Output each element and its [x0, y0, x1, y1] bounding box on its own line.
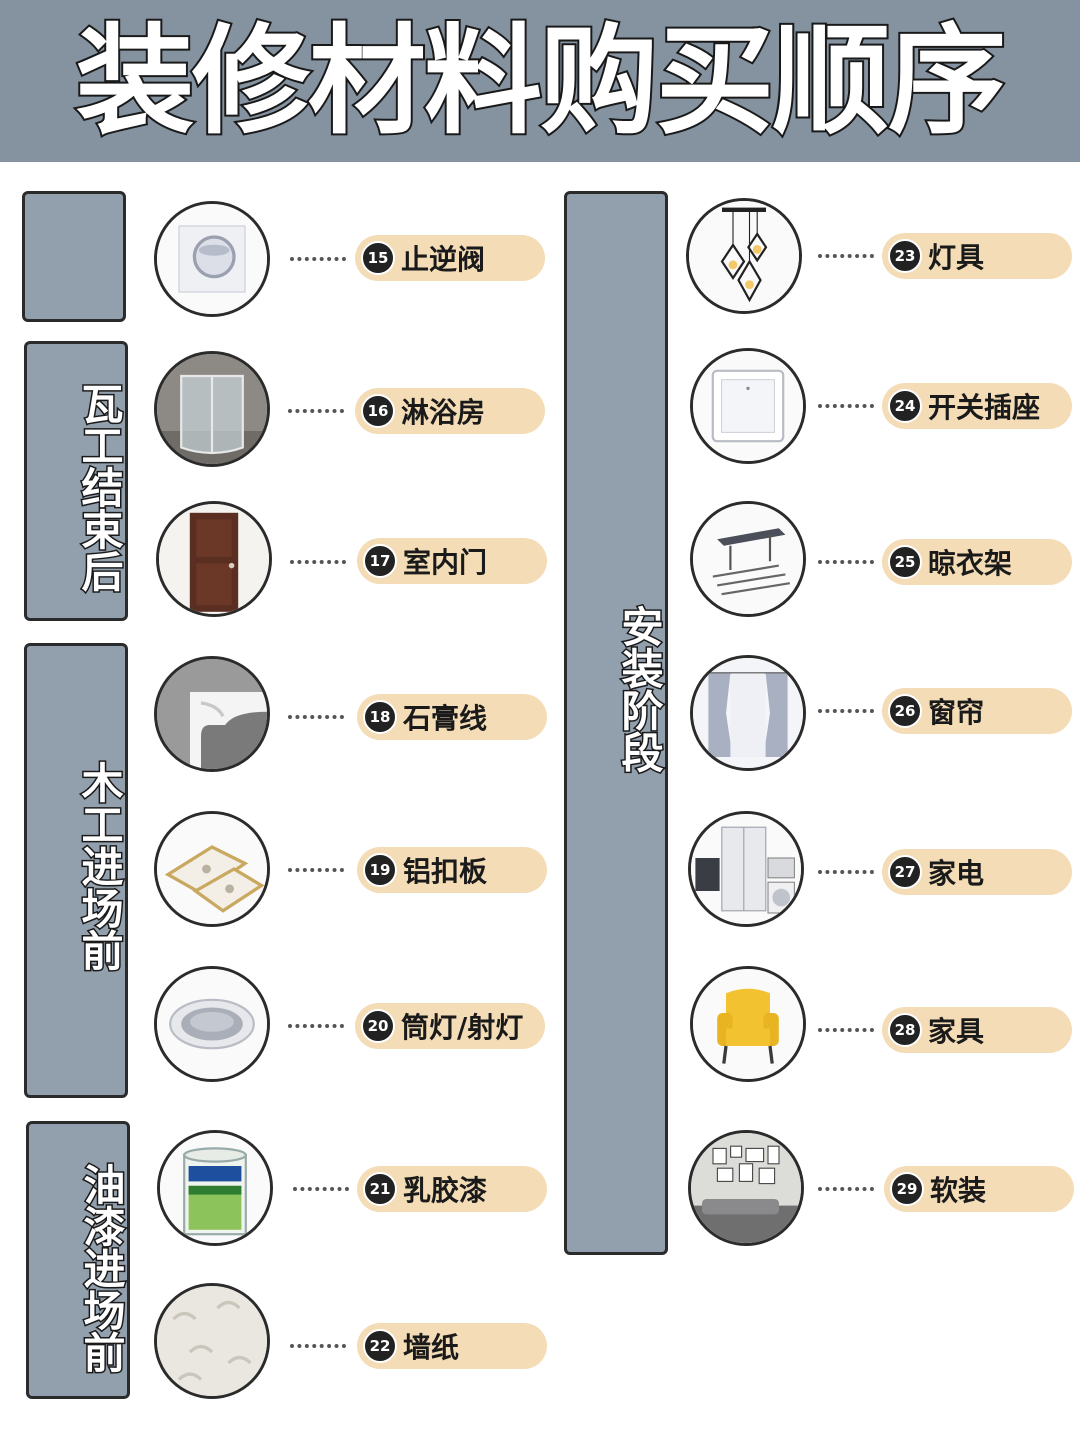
item-label: 室内门	[403, 546, 488, 579]
downlight-icon	[154, 966, 270, 1082]
connector-dots	[290, 1344, 346, 1348]
item-pill-27: 27 家电	[882, 849, 1072, 895]
stage-label-carpentry: 木工进场前	[74, 760, 126, 973]
connector-dots	[293, 1187, 349, 1191]
item-number: 27	[888, 855, 922, 889]
check-valve-icon	[154, 201, 270, 317]
latex-paint-bucket-icon	[157, 1130, 273, 1246]
item-label: 家具	[928, 1015, 985, 1048]
connector-dots	[818, 1028, 874, 1032]
page-title: 装修材料购买顺序	[74, 10, 1008, 152]
connector-dots	[290, 257, 346, 261]
item-number: 24	[888, 389, 922, 423]
interior-door-icon	[156, 501, 272, 617]
armchair-icon	[690, 966, 806, 1082]
item-label: 淋浴房	[401, 396, 486, 429]
connector-dots	[290, 560, 346, 564]
item-label: 墙纸	[403, 1331, 460, 1364]
item-pill-28: 28 家具	[882, 1007, 1072, 1053]
shower-room-icon	[154, 351, 270, 467]
item-label: 石膏线	[403, 702, 488, 735]
connector-dots	[818, 254, 874, 258]
curtain-icon	[690, 655, 806, 771]
item-pill-22: 22 墙纸	[357, 1323, 547, 1369]
item-pill-18: 18 石膏线	[357, 694, 547, 740]
connector-dots	[818, 709, 874, 713]
stage-box-paint: 油漆进场前	[26, 1121, 130, 1399]
item-number: 26	[888, 694, 922, 728]
stage-box-install: 安装阶段	[564, 191, 668, 1255]
connector-dots	[288, 1024, 344, 1028]
wall-switch-icon	[690, 348, 806, 464]
item-label: 止逆阀	[401, 243, 486, 276]
item-label: 晾衣架	[928, 547, 1013, 580]
item-number: 17	[363, 544, 397, 578]
item-pill-25: 25 晾衣架	[882, 539, 1072, 585]
item-pill-19: 19 铝扣板	[357, 847, 547, 893]
stage-box-tile-end: 瓦工结束后	[24, 341, 128, 621]
stage-label-install: 安装阶段	[614, 604, 666, 775]
item-number: 16	[361, 394, 395, 428]
pendant-lamp-icon	[686, 198, 802, 314]
item-label: 筒灯/射灯	[401, 1011, 524, 1044]
connector-dots	[288, 409, 344, 413]
item-number: 20	[361, 1009, 395, 1043]
stage-label-tile-end: 瓦工结束后	[74, 381, 126, 594]
item-pill-16: 16 淋浴房	[355, 388, 545, 434]
item-number: 21	[363, 1172, 397, 1206]
item-pill-26: 26 窗帘	[882, 688, 1072, 734]
plaster-molding-icon	[154, 656, 270, 772]
connector-dots	[288, 868, 344, 872]
item-pill-15: 15 止逆阀	[355, 235, 545, 281]
item-label: 软装	[930, 1174, 987, 1207]
aluminum-ceiling-panel-icon	[154, 811, 270, 927]
item-label: 乳胶漆	[403, 1174, 488, 1207]
item-pill-20: 20 筒灯/射灯	[355, 1003, 545, 1049]
stage-box-carpentry: 木工进场前	[24, 643, 128, 1098]
item-number: 22	[363, 1329, 397, 1363]
home-appliances-icon	[688, 811, 804, 927]
connector-dots	[818, 404, 874, 408]
clothes-drying-rack-icon	[690, 501, 806, 617]
item-number: 23	[888, 239, 922, 273]
item-label: 窗帘	[928, 696, 985, 729]
item-label: 家电	[928, 857, 985, 890]
item-pill-21: 21 乳胶漆	[357, 1166, 547, 1212]
item-label: 铝扣板	[403, 855, 488, 888]
item-number: 15	[361, 241, 395, 275]
item-pill-24: 24 开关插座	[882, 383, 1072, 429]
item-label: 开关插座	[928, 391, 1041, 424]
item-number: 18	[363, 700, 397, 734]
connector-dots	[818, 870, 874, 874]
stage-label-paint: 油漆进场前	[76, 1162, 128, 1375]
header-banner: 装修材料购买顺序	[0, 0, 1080, 162]
connector-dots	[818, 560, 874, 564]
item-number: 19	[363, 853, 397, 887]
item-pill-23: 23 灯具	[882, 233, 1072, 279]
item-pill-17: 17 室内门	[357, 538, 547, 584]
soft-decoration-icon	[688, 1130, 804, 1246]
wallpaper-icon	[154, 1283, 270, 1399]
item-number: 28	[888, 1013, 922, 1047]
connector-dots	[818, 1187, 874, 1191]
item-number: 29	[890, 1172, 924, 1206]
item-number: 25	[888, 545, 922, 579]
connector-dots	[288, 715, 344, 719]
item-pill-29: 29 软装	[884, 1166, 1074, 1212]
stage-box-blank	[22, 191, 126, 322]
item-label: 灯具	[928, 241, 985, 274]
